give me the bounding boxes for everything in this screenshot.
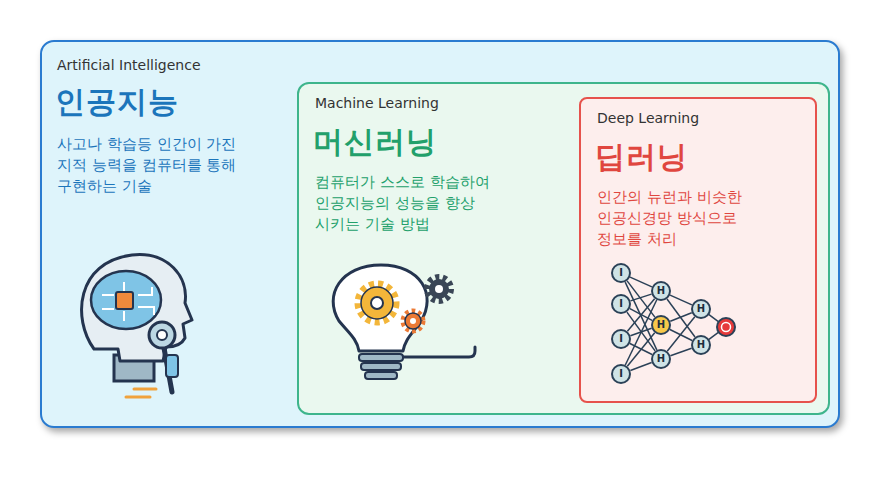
description-text: 사고나 학습등 인간이 가진 지적 능력을 컴퓨터를 통해 구현하는 기술	[57, 134, 242, 197]
neuron-label: I	[619, 268, 623, 278]
neuron-label: I	[619, 334, 623, 344]
neuron-label: H	[657, 354, 665, 364]
korean-title: 인공지능	[55, 82, 179, 123]
neuron-label: I	[619, 369, 623, 379]
input-neuron: I	[611, 364, 631, 384]
neuron-label: H	[697, 304, 705, 314]
description-text: 인간의 뉴런과 비슷한 인공신경망 방식으로 정보를 처리	[597, 187, 777, 250]
accent-dashes	[126, 389, 156, 397]
english-heading: Deep Learning	[597, 110, 699, 126]
korean-title: 딥러닝	[595, 137, 688, 178]
ai-region-box: Artificial Intelligence 인공지능사고나 학습등 인간이 가…	[40, 40, 840, 428]
input-neuron: I	[611, 329, 631, 349]
hidden-neuron: H	[651, 315, 671, 335]
hidden-neuron: H	[691, 335, 711, 355]
lightbulb-gears-illustration	[309, 259, 489, 394]
korean-title: 머신러닝	[313, 122, 437, 163]
ml-region-box: Machine Learning 머신러닝컴퓨터가 스스로 학습하여 인공지능의 …	[297, 82, 830, 415]
output-neuron	[717, 318, 735, 336]
neural-link	[670, 348, 691, 355]
neuron-label: H	[697, 340, 705, 350]
description-text: 컴퓨터가 스스로 학습하여 인공지능의 성능을 향상 시키는 기술 방법	[315, 172, 490, 235]
hidden-neuron: H	[651, 281, 671, 301]
mechanical-arm	[149, 322, 178, 392]
bulb-base-line	[399, 347, 475, 357]
robot-head-illustration	[62, 237, 232, 412]
neuron-label: H	[657, 286, 665, 296]
dl-region-box: Deep Learning 딥러닝인간의 뉴런과 비슷한 인공신경망 방식으로 정…	[579, 97, 817, 403]
bulb	[333, 265, 427, 379]
input-neuron: I	[611, 294, 631, 314]
hidden-neuron: H	[691, 299, 711, 319]
gears	[358, 277, 451, 331]
hidden-neuron: H	[651, 349, 671, 369]
english-heading: Artificial Intelligence	[57, 57, 201, 73]
neural-link	[670, 295, 692, 305]
neural-link	[631, 294, 652, 301]
english-heading: Machine Learning	[315, 95, 439, 111]
neural-link	[630, 277, 652, 287]
neuron-label: I	[619, 299, 623, 309]
input-neuron: I	[611, 263, 631, 283]
neural-link	[670, 313, 691, 322]
neural-link	[630, 363, 651, 371]
neuron-label: H	[657, 320, 665, 330]
head-shape	[82, 255, 192, 381]
